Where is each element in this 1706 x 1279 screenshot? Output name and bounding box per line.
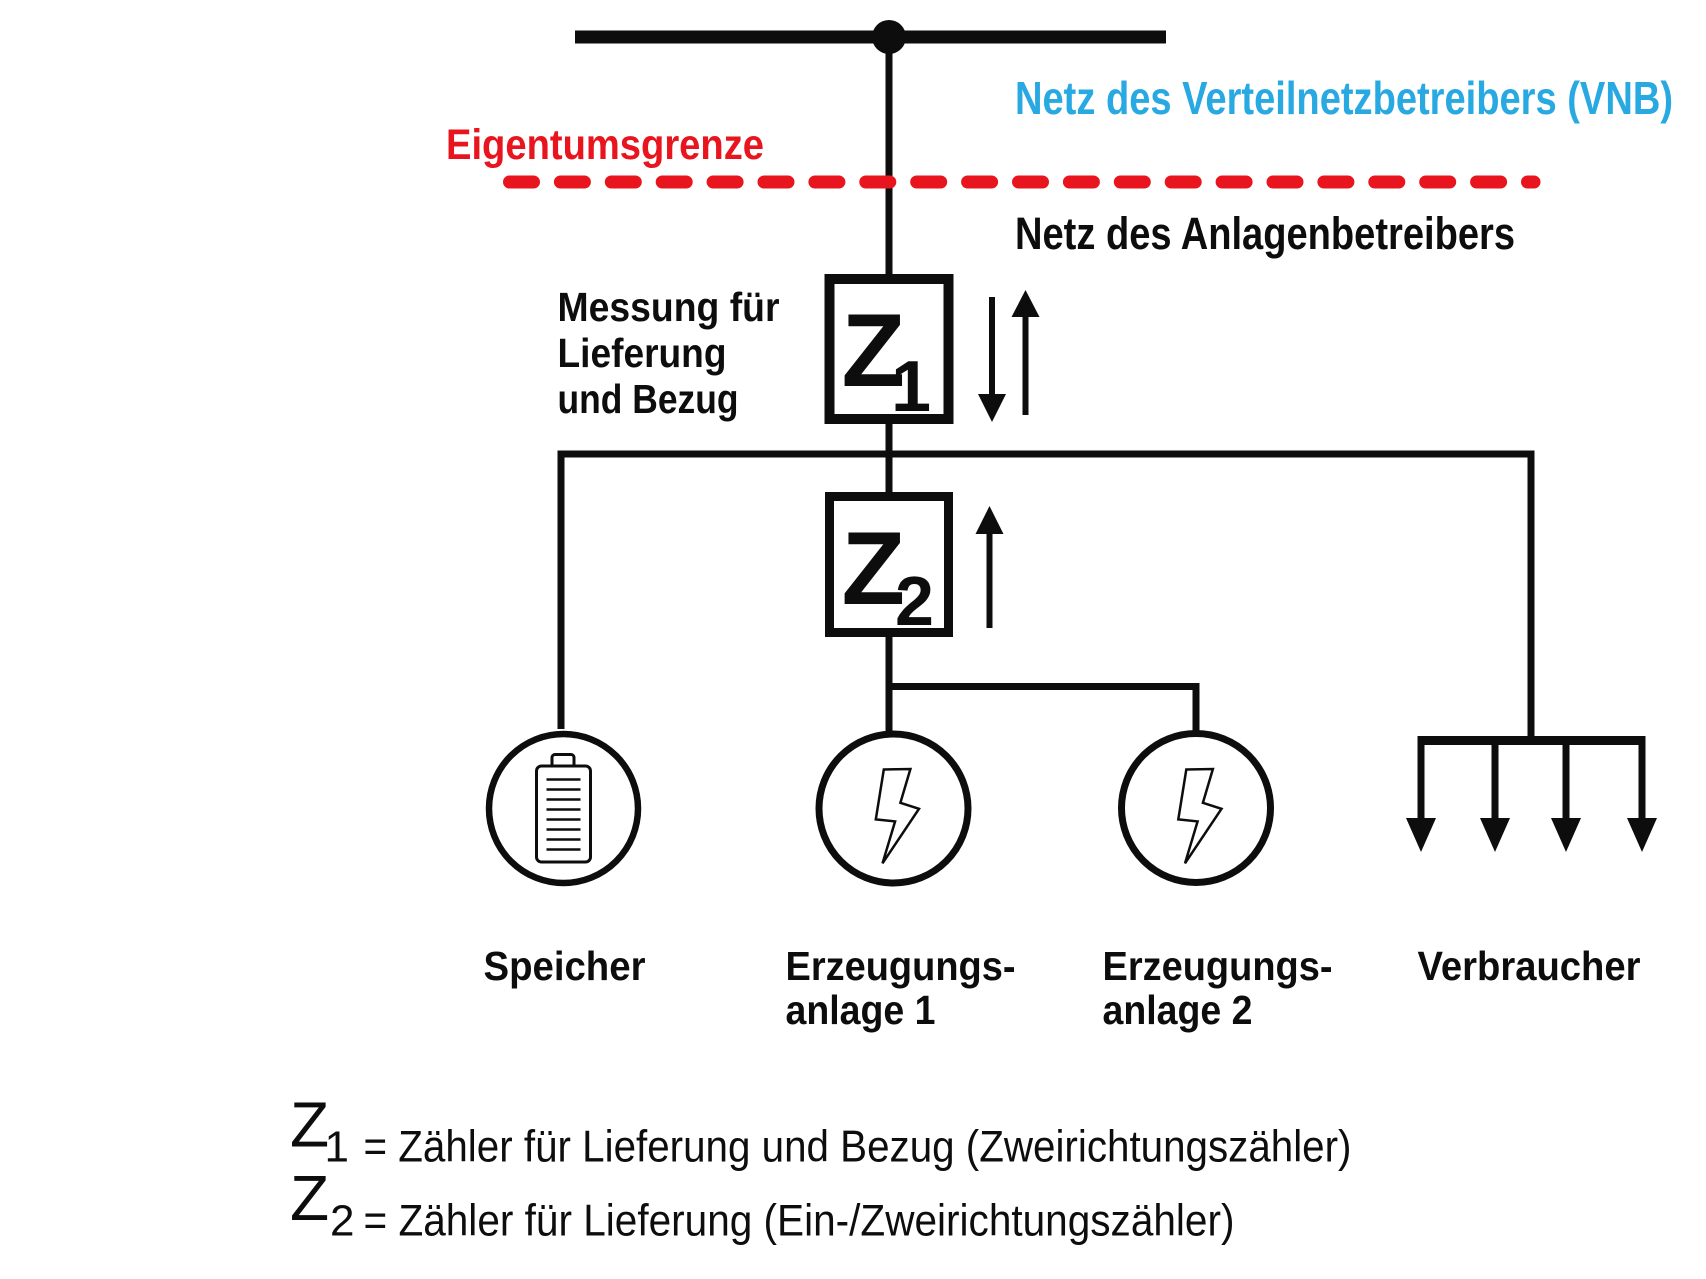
svg-text:Z: Z <box>842 511 906 627</box>
svg-text:2: 2 <box>895 562 934 640</box>
svg-text:Z: Z <box>290 1088 329 1160</box>
svg-text:Eigentumsgrenze: Eigentumsgrenze <box>446 121 764 169</box>
svg-text:Z: Z <box>290 1162 329 1234</box>
svg-text:= Zähler für Lieferung (Ein-/Z: = Zähler für Lieferung (Ein-/Zweirichtun… <box>364 1196 1235 1245</box>
svg-text:Netz des Anlagenbetreibers: Netz des Anlagenbetreibers <box>1015 208 1515 259</box>
svg-text:Lieferung: Lieferung <box>558 330 727 376</box>
svg-text:1: 1 <box>325 1123 349 1172</box>
svg-text:Erzeugungs-: Erzeugungs- <box>1103 943 1333 989</box>
svg-text:und Bezug: und Bezug <box>558 376 739 422</box>
svg-text:anlage 2: anlage 2 <box>1103 987 1253 1033</box>
svg-text:Erzeugungs-: Erzeugungs- <box>786 943 1016 989</box>
svg-text:Speicher: Speicher <box>484 943 646 989</box>
svg-text:Verbraucher: Verbraucher <box>1418 943 1641 989</box>
svg-text:Netz des Verteilnetzbetreibers: Netz des Verteilnetzbetreibers (VNB) <box>1015 72 1673 124</box>
svg-text:1: 1 <box>891 347 931 427</box>
svg-text:= Zähler für Lieferung und Bez: = Zähler für Lieferung und Bezug (Zweiri… <box>364 1123 1352 1172</box>
svg-text:Messung für: Messung für <box>558 284 780 330</box>
svg-text:2: 2 <box>330 1196 354 1245</box>
svg-text:anlage 1: anlage 1 <box>786 987 936 1033</box>
svg-text:Z: Z <box>842 293 906 409</box>
